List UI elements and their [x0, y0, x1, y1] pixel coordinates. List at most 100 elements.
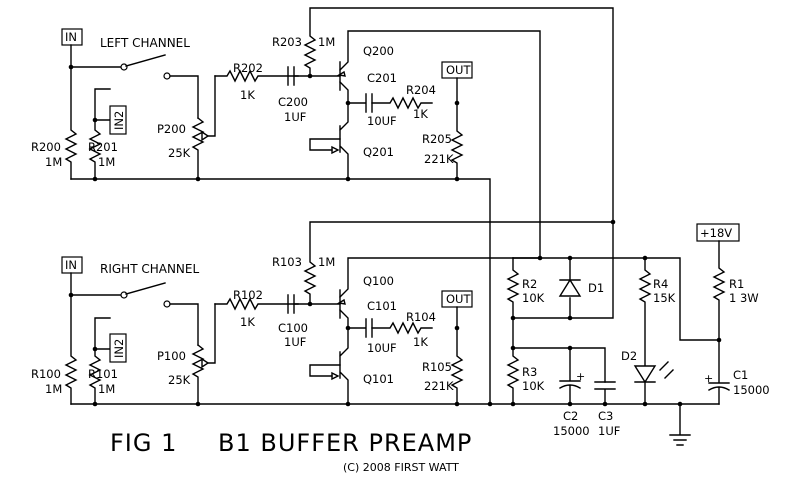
- right-in-connector: [61, 256, 83, 274]
- r3-label: R3: [522, 365, 537, 379]
- right-q101-transistor: [339, 327, 349, 405]
- left-switch-contact: [120, 63, 128, 71]
- power-supply-section: R2 10K D1 R3 10K + C2 15000 C3 1UF R4 15…: [506, 221, 770, 446]
- left-r204-resistor: [371, 96, 433, 110]
- d2-label: D2: [621, 349, 637, 363]
- right-r102-label: R102: [233, 288, 263, 302]
- right-c100-value: 1UF: [284, 335, 306, 349]
- r1-label: R1: [729, 277, 744, 291]
- r3-value: 10K: [522, 379, 545, 393]
- left-r200-value: 1M: [45, 155, 62, 169]
- right-r101-resistor: [88, 317, 111, 405]
- right-in-label: IN: [65, 258, 77, 272]
- right-r100-value: 1M: [45, 382, 62, 396]
- left-r202-resistor: [214, 69, 299, 83]
- left-p200-label: P200: [157, 122, 186, 136]
- right-r101-value: 1M: [98, 382, 115, 396]
- left-out-label: OUT: [446, 63, 471, 77]
- right-r101-label: R101: [88, 367, 118, 381]
- left-r205-value: 221K: [424, 152, 454, 166]
- left-r201-label: R201: [88, 140, 118, 154]
- right-p100-label: P100: [157, 349, 186, 363]
- left-r201-resistor: [88, 88, 111, 180]
- left-input-switch: [125, 54, 166, 67]
- r3-resistor: [506, 347, 520, 405]
- right-q100-label: Q100: [363, 274, 394, 288]
- left-p200-value: 25K: [168, 146, 191, 160]
- right-channel-label: RIGHT CHANNEL: [100, 262, 199, 276]
- left-r204-label: R204: [406, 83, 436, 97]
- right-in2-label: IN2: [112, 339, 126, 358]
- right-r102-value: 1K: [240, 315, 255, 329]
- r2-resistor: [506, 257, 520, 349]
- right-q101-label: Q101: [363, 372, 394, 386]
- c1-label: C1: [733, 368, 748, 382]
- right-input-switch: [125, 282, 166, 295]
- left-c200-value: 1UF: [284, 110, 306, 124]
- r1-resistor: [712, 240, 726, 341]
- right-r103-label: R103: [272, 255, 302, 269]
- r2-label: R2: [522, 277, 537, 291]
- c3-capacitor: [594, 381, 616, 405]
- left-r205-resistor: [450, 102, 464, 180]
- left-r203-value: 1M: [318, 35, 335, 49]
- c2-capacitor: [559, 347, 581, 405]
- left-r200-resistor: [64, 66, 78, 180]
- right-c101-capacitor: [347, 318, 373, 338]
- c2-value: 15000: [553, 424, 590, 438]
- svg-text:+: +: [704, 372, 713, 385]
- left-r202-value: 1K: [240, 88, 255, 102]
- left-r203-label: R203: [272, 35, 302, 49]
- ground-icon: [669, 403, 691, 446]
- left-q200-label: Q200: [363, 44, 394, 58]
- left-c200-label: C200: [278, 95, 308, 109]
- right-c100-label: C100: [278, 321, 308, 335]
- svg-text:+: +: [576, 370, 585, 383]
- c3-value: 1UF: [598, 424, 620, 438]
- right-channel-section: IN RIGHT CHANNEL R100 1M IN2 R101 1M P10…: [31, 219, 720, 407]
- right-c101-value: 10UF: [367, 341, 397, 355]
- left-c201-value: 10UF: [367, 114, 397, 128]
- left-r201-value: 1M: [98, 155, 115, 169]
- r1-value: 1 3W: [729, 291, 759, 305]
- c1-capacitor: [708, 339, 730, 405]
- left-q201-label: Q201: [363, 145, 394, 159]
- left-in-label: IN: [65, 30, 77, 44]
- right-r104-label: R104: [406, 310, 436, 324]
- left-r203-resistor: [303, 7, 614, 223]
- left-c201-label: C201: [367, 71, 397, 85]
- left-r202-label: R202: [233, 61, 263, 75]
- left-r205-label: R205: [422, 132, 452, 146]
- right-r100-resistor: [64, 294, 78, 405]
- r4-value: 15K: [653, 291, 676, 305]
- right-r103-resistor: [303, 221, 614, 305]
- right-p100-pot: [191, 344, 205, 405]
- r2-value: 10K: [522, 291, 545, 305]
- figure-number: FIG 1: [110, 429, 177, 457]
- figure-title: B1 BUFFER PREAMP: [218, 429, 472, 457]
- left-in2-connector: [109, 105, 127, 135]
- v18-label: +18V: [700, 226, 732, 240]
- r4-label: R4: [653, 277, 668, 291]
- left-r204-value: 1K: [413, 107, 428, 121]
- right-p100-value: 25K: [168, 373, 191, 387]
- left-channel-section: IN LEFT CHANNEL R200 1M IN2 R201 1M P200…: [31, 7, 614, 405]
- right-r102-resistor: [214, 297, 299, 311]
- left-q201-transistor: [339, 102, 349, 180]
- right-c101-label: C101: [367, 299, 397, 313]
- right-r103-value: 1M: [318, 255, 335, 269]
- c1-value: 15000: [733, 383, 770, 397]
- right-r105-value: 221K: [424, 379, 454, 393]
- left-p200-pot: [191, 117, 205, 180]
- left-r200-label: R200: [31, 140, 61, 154]
- right-r105-label: R105: [422, 360, 452, 374]
- d2-led: [633, 365, 657, 405]
- left-in2-label: IN2: [112, 111, 126, 130]
- left-in-connector: [61, 28, 83, 46]
- left-channel-label: LEFT CHANNEL: [100, 36, 190, 50]
- c2-label: C2: [563, 409, 578, 423]
- right-out-label: OUT: [446, 292, 471, 306]
- left-c201-capacitor: [347, 93, 373, 113]
- right-r100-label: R100: [31, 367, 61, 381]
